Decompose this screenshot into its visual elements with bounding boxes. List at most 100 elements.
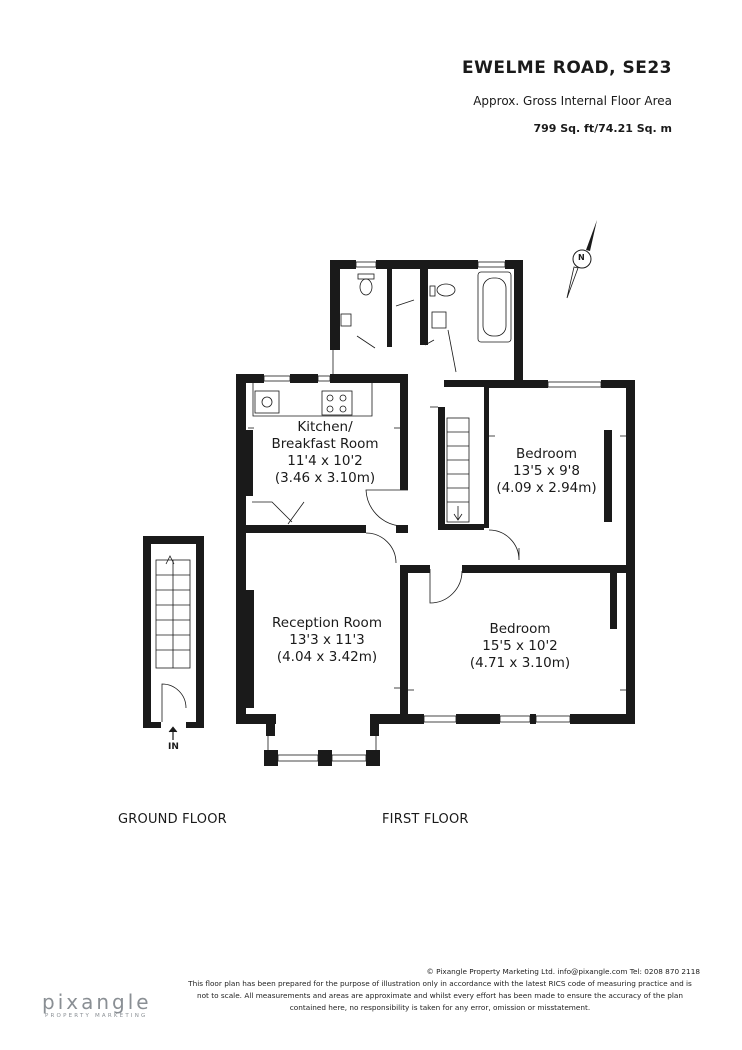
floor-area: 799 Sq. ft/74.21 Sq. m (533, 122, 672, 135)
entrance-door (161, 683, 187, 722)
room-size-metric: (4.71 x 3.10m) (469, 655, 571, 671)
window (355, 261, 377, 268)
sink (254, 390, 280, 414)
window (331, 754, 367, 762)
wall (330, 260, 356, 269)
wall (400, 565, 430, 573)
room-name: Reception Room (272, 615, 382, 631)
wall (236, 374, 246, 724)
wall (143, 536, 151, 728)
room-size-metric: (4.09 x 2.94m) (496, 480, 597, 496)
kitchen-door (365, 489, 408, 527)
room-label-bedroom-1: Bedroom 13'5 x 9'8 (4.09 x 2.94m) (489, 446, 604, 497)
wall (570, 714, 635, 724)
wall (376, 260, 478, 269)
disclaimer-line: contained here, no responsibility is tak… (289, 1003, 591, 1012)
wall (610, 573, 617, 629)
worktop (252, 383, 373, 417)
first-floor-label: FIRST FLOOR (382, 812, 469, 827)
window (263, 375, 291, 382)
wall (246, 430, 253, 496)
ground-floor-label: GROUND FLOOR (118, 812, 227, 827)
room-label-bedroom-2: Bedroom 15'5 x 10'2 (4.71 x 3.10m) (440, 621, 600, 672)
wall (330, 374, 408, 383)
wall (370, 714, 408, 724)
basin (340, 313, 352, 327)
wall (370, 716, 379, 736)
compass (566, 220, 597, 299)
wall (484, 388, 489, 528)
wall (387, 269, 392, 347)
property-title: EWELME ROAD, SE23 (461, 58, 672, 78)
wall (456, 714, 500, 724)
room-size-metric: (3.46 x 3.10m) (274, 470, 376, 486)
first-floor-stairs (446, 417, 470, 523)
bedroom-door (488, 529, 520, 561)
logo-word: pixangle (42, 990, 152, 1014)
hob (321, 390, 353, 416)
wall (400, 374, 408, 490)
window (547, 381, 602, 388)
copyright-line: © Pixangle Property Marketing Ltd. info@… (426, 967, 701, 976)
wall (266, 716, 275, 736)
footer: © Pixangle Property Marketing Ltd. info@… (160, 966, 700, 1014)
window (477, 261, 506, 268)
toilet (436, 283, 456, 297)
disclaimer-line: not to scale. All measurements and areas… (196, 991, 684, 1000)
first-floor-walls (236, 260, 635, 766)
wall (438, 407, 445, 530)
wall (400, 714, 424, 724)
ground-floor-stairs (155, 555, 191, 740)
room-size-metric: (4.04 x 3.42m) (276, 649, 378, 665)
logo-tagline: PROPERTY MARKETING (45, 1013, 148, 1019)
wall (290, 374, 318, 383)
wall (420, 269, 428, 345)
basin (431, 311, 447, 329)
wall (246, 525, 366, 533)
wall (366, 750, 380, 766)
area-caption: Approx. Gross Internal Floor Area (473, 94, 672, 108)
wall (330, 260, 340, 350)
wall (514, 260, 523, 384)
wall (186, 722, 204, 728)
window (277, 754, 319, 762)
room-name: Bedroom (489, 621, 551, 637)
wall (318, 750, 332, 766)
window (317, 375, 331, 382)
disclaimer-line: This floor plan has been prepared for th… (188, 979, 692, 988)
wall (484, 380, 548, 388)
wall (236, 714, 276, 724)
wall (396, 525, 408, 533)
room-name: Breakfast Room (271, 436, 379, 452)
compass-icon (572, 249, 592, 269)
wall (264, 750, 278, 766)
bathtub (477, 271, 512, 343)
window (535, 715, 571, 723)
wall (626, 380, 635, 724)
wall (484, 565, 626, 573)
header: EWELME ROAD, SE23 Approx. Gross Internal… (462, 58, 672, 135)
wall (604, 430, 612, 522)
wall (196, 536, 204, 728)
wall (462, 565, 486, 573)
wall (444, 380, 523, 387)
room-size-imperial: 11'4 x 10'2 (287, 453, 363, 469)
room-size-imperial: 15'5 x 10'2 (482, 638, 558, 654)
wall (236, 374, 264, 383)
reception-door (365, 532, 397, 564)
ground-floor-plan (143, 536, 204, 728)
bedroom-door (429, 569, 463, 604)
wall (601, 380, 635, 388)
pixangle-logo: pixangle PROPERTY MARKETING (42, 990, 152, 1019)
room-size-imperial: 13'5 x 9'8 (513, 463, 580, 479)
wall (400, 565, 408, 720)
wall (143, 536, 203, 544)
room-name: Kitchen/ (297, 419, 353, 435)
window (423, 715, 457, 723)
wall (143, 722, 161, 728)
toilet (359, 278, 373, 296)
room-name: Bedroom (515, 446, 578, 462)
wall (438, 524, 484, 530)
first-floor-fixtures (248, 261, 626, 762)
